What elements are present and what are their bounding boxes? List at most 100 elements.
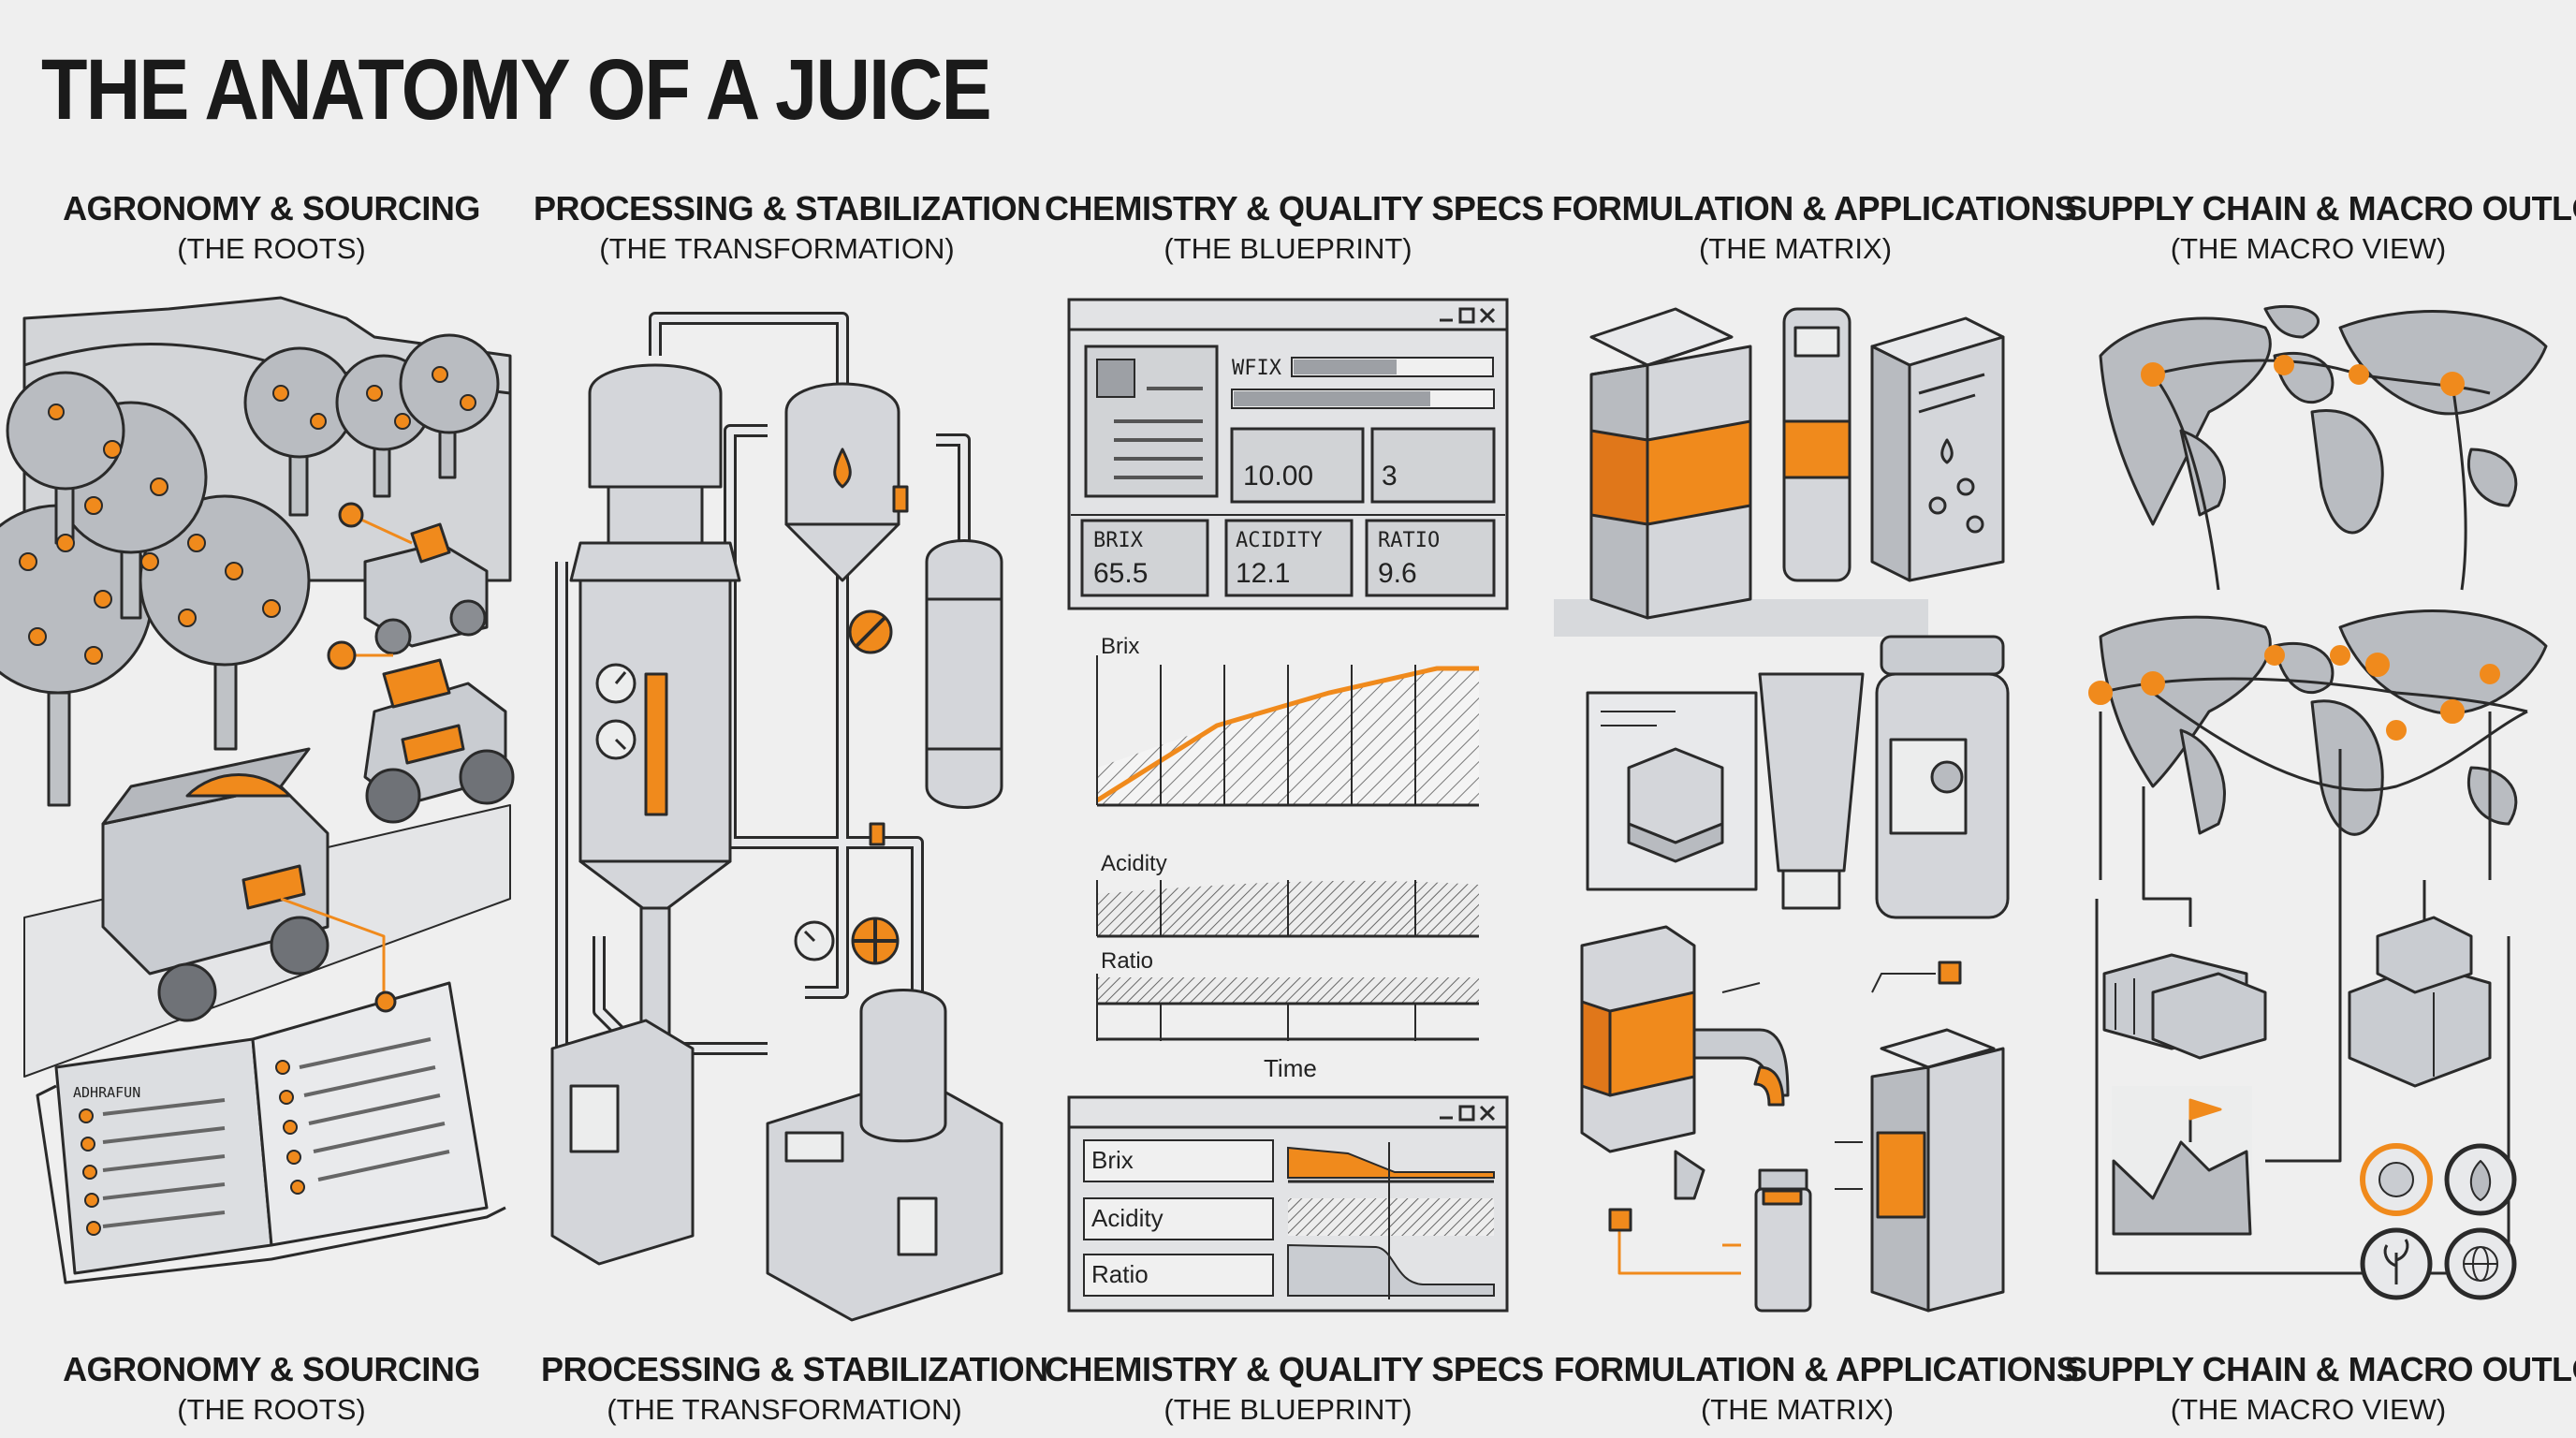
value-top-left: 10.00 — [1243, 461, 1313, 492]
supply-chain-illustration — [2088, 304, 2548, 1300]
connector-node — [1938, 961, 1962, 985]
column-subheading: (THE MATRIX) — [1700, 1393, 1895, 1426]
metric-label: BRIX — [1093, 529, 1144, 552]
column-subheading: (THE MACRO VIEW) — [2170, 1393, 2447, 1426]
close-icon — [1479, 307, 1496, 324]
warehouse — [2348, 916, 2492, 1088]
metric-value: 12.1 — [1236, 558, 1290, 589]
world-map-top — [2099, 304, 2548, 535]
formulation-connectors — [1617, 1226, 1741, 1275]
column-heading: AGRONOMY & SOURCING — [63, 189, 480, 227]
connector-node — [327, 640, 357, 670]
fruit-truck — [101, 747, 329, 1022]
acidity-sparkline — [1288, 1198, 1494, 1236]
column-footer-chemistry: CHEMISTRY & QUALITY SPECS (THE BLUEPRINT… — [1045, 1350, 1544, 1427]
trend-charts: Brix Acidity Ratio Time — [1095, 634, 1479, 1082]
column-header-formulation: FORMULATION & APPLICATIONS (THE MATRIX) — [1552, 189, 2077, 266]
dispenser-machine — [1580, 925, 1790, 1200]
evaporator-column — [569, 363, 741, 1050]
column-heading: FORMULATION & APPLICATIONS — [1552, 189, 2077, 227]
column-header-chemistry: CHEMISTRY & QUALITY SPECS (THE BLUEPRINT… — [1045, 189, 1544, 266]
shipping-containers — [2102, 953, 2267, 1060]
port-nodes — [2088, 355, 2500, 741]
compare-row — [1083, 1254, 1274, 1297]
metric-label: ACIDITY — [1236, 529, 1323, 552]
brix-line — [1095, 666, 1479, 803]
ratio-sparkline — [1287, 1243, 1495, 1297]
cream-tube — [1758, 672, 1865, 910]
time-axis-label: Time — [1264, 1054, 1317, 1082]
notebook-label: ADHRAFUN — [73, 1084, 140, 1101]
column-heading: CHEMISTRY & QUALITY SPECS — [1045, 189, 1544, 227]
column-header-agronomy: AGRONOMY & SOURCING (THE ROOTS) — [28, 189, 515, 266]
filler-unit — [550, 989, 1003, 1322]
column-heading: SUPPLY CHAIN & MACRO OUTLOOK — [2065, 189, 2576, 227]
sample-vial — [1754, 1168, 1812, 1313]
separator-vessel — [784, 382, 900, 582]
tractor — [363, 658, 515, 824]
column-subheading: (THE BLUEPRINT) — [1164, 1393, 1412, 1426]
valves — [848, 485, 909, 965]
tree — [243, 346, 356, 517]
column-heading: CHEMISTRY & QUALITY SPECS — [1045, 1350, 1544, 1388]
notebook-bullets — [79, 1060, 305, 1236]
pressure-gauges — [595, 663, 835, 961]
juice-carton — [1589, 307, 1752, 620]
compare-row — [1083, 1197, 1274, 1240]
notebook-lines — [102, 1037, 450, 1228]
ratio-area — [1097, 977, 1479, 1004]
metric-label: RATIO — [1378, 529, 1440, 552]
spray-bottle — [1782, 307, 1852, 582]
supplement-jar — [1875, 635, 2010, 919]
column-subheading: (THE MATRIX) — [1698, 232, 1893, 265]
value-top-right: 3 — [1382, 461, 1398, 492]
ingredient-box — [1870, 316, 2005, 582]
column-subheading: (THE BLUEPRINT) — [1164, 232, 1412, 265]
column-footer-supply-chain: SUPPLY CHAIN & MACRO OUTLOOK (THE MACRO … — [2065, 1350, 2576, 1427]
harvester-machine — [363, 522, 489, 655]
field-label: WFIX — [1232, 357, 1282, 380]
page-title: THE ANATOMY OF A JUICE — [41, 42, 992, 138]
formulation-illustration — [1554, 307, 2010, 1313]
brix-gridlines — [1096, 655, 1416, 805]
metric-card-ratio — [1365, 519, 1496, 597]
brix-chart-label: Brix — [1101, 634, 1139, 659]
column-footer-agronomy: AGRONOMY & SOURCING (THE ROOTS) — [28, 1350, 515, 1427]
value-box — [1230, 427, 1365, 504]
compare-row — [1083, 1139, 1274, 1182]
comparison-window: Brix Acidity Ratio — [1067, 1095, 1509, 1313]
hill-line — [23, 343, 511, 395]
maximize-icon — [1458, 307, 1475, 324]
connector-node — [338, 502, 364, 528]
acidity-gridlines — [1096, 880, 1416, 936]
column-header-supply-chain: SUPPLY CHAIN & MACRO OUTLOOK (THE MACRO … — [2065, 189, 2576, 266]
oranges — [19, 366, 476, 665]
compare-row-label: Acidity — [1091, 1204, 1164, 1232]
metric-value: 9.6 — [1378, 558, 1417, 589]
metric-value: 65.5 — [1093, 558, 1148, 589]
column-heading: FORMULATION & APPLICATIONS — [1554, 1350, 2079, 1388]
column-subheading: (THE MACRO VIEW) — [2170, 232, 2447, 265]
column-subheading: (THE TRANSFORMATION) — [599, 232, 955, 265]
column-heading: AGRONOMY & SOURCING — [63, 1350, 480, 1388]
compare-row-label: Brix — [1091, 1146, 1134, 1174]
flag-icon — [2188, 1098, 2222, 1121]
metric-card-brix — [1080, 519, 1209, 597]
column-footer-processing: PROCESSING & STABILIZATION (THE TRANSFOR… — [541, 1350, 1048, 1427]
connector-node — [1608, 1208, 1632, 1232]
ratio-gridlines — [1096, 974, 1416, 1041]
storage-tank — [925, 539, 1003, 809]
sustainability-icons — [2360, 1143, 2517, 1300]
tree — [6, 371, 125, 545]
brix-sparkline — [1287, 1146, 1495, 1179]
column-heading: PROCESSING & STABILIZATION — [541, 1350, 1048, 1388]
column-header-processing: PROCESSING & STABILIZATION (THE TRANSFOR… — [534, 189, 1041, 266]
acidity-chart-label: Acidity — [1101, 851, 1167, 876]
close-icon — [1479, 1105, 1496, 1122]
column-heading: PROCESSING & STABILIZATION — [534, 189, 1041, 227]
profile-lines — [1114, 387, 1203, 479]
juice-carton-small — [1870, 1028, 2005, 1313]
column-heading: SUPPLY CHAIN & MACRO OUTLOOK — [2065, 1350, 2576, 1388]
